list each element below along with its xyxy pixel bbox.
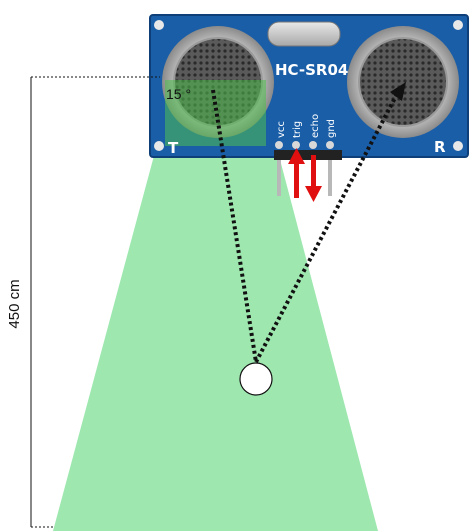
- mount-hole-top-right: [453, 20, 463, 30]
- trig-arrow-up-icon: [288, 148, 305, 198]
- angle-label: 15 °: [166, 86, 191, 102]
- model-label: HC-SR04: [275, 61, 348, 79]
- receiver-letter: R: [434, 138, 446, 156]
- distance-label: 450 cm: [6, 279, 23, 328]
- pin-label-echo: echo: [310, 114, 321, 138]
- distance-dimension: [30, 76, 160, 528]
- crystal-oscillator: [267, 21, 341, 47]
- receiver-transducer: [347, 26, 459, 138]
- reflection-arrowhead-icon: [390, 82, 406, 101]
- target-object: [239, 362, 273, 396]
- echo-arrow-down-icon: [305, 155, 322, 202]
- transmitter-letter: T: [168, 139, 179, 157]
- pin-label-gnd: gnd: [326, 119, 337, 138]
- beam-origin-highlight: [165, 80, 266, 146]
- sound-path-reflected: [254, 95, 398, 363]
- pin-label-trig: trig: [292, 121, 303, 138]
- sound-path-outgoing: [211, 89, 258, 363]
- mount-hole-bottom-right: [453, 141, 463, 151]
- detection-beam: [53, 152, 378, 531]
- pin-label-vcc: vcc: [276, 121, 287, 138]
- mount-hole-bottom-left: [154, 141, 164, 151]
- mount-hole-top-left: [154, 20, 164, 30]
